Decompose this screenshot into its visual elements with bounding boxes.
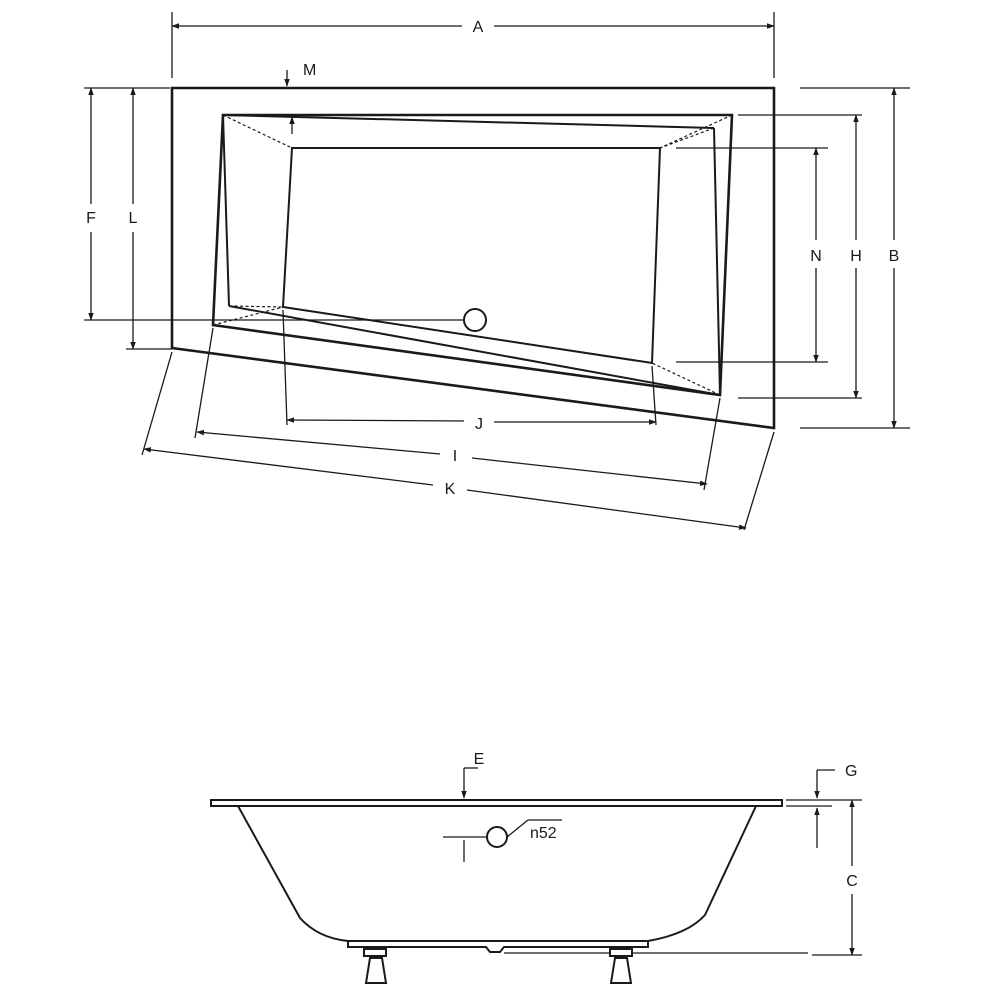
extension-lines xyxy=(84,12,910,531)
tub-outer-rim xyxy=(170,86,776,430)
crease xyxy=(222,114,293,149)
crease xyxy=(228,305,284,308)
dimension-label-i: I xyxy=(453,448,457,465)
dimension-i-line xyxy=(196,429,441,455)
dimension-label-n: N xyxy=(810,248,822,265)
dimension-label-g: G xyxy=(845,763,857,780)
crease xyxy=(659,114,733,149)
slope-edge-left xyxy=(222,114,230,307)
dimension-label-a: A xyxy=(473,19,484,36)
dimension-label-f: F xyxy=(86,210,96,227)
dimension-label-m: M xyxy=(303,62,316,79)
dimension-label-k: K xyxy=(445,481,456,498)
crease xyxy=(651,362,721,396)
top-view: A M F L N H B J I K xyxy=(84,12,910,531)
dimension-label-e: E xyxy=(474,751,485,768)
dimension-label-l: L xyxy=(129,210,138,227)
dimension-label-h: H xyxy=(850,248,862,265)
tub-base-profile xyxy=(347,941,649,953)
dimension-i-line xyxy=(471,457,708,486)
drain-hole xyxy=(463,308,487,332)
side-view: n52 E G C xyxy=(210,751,862,984)
dimension-label-j: J xyxy=(475,416,483,433)
slope-edge-right xyxy=(713,127,721,396)
slope-edge-top xyxy=(222,114,715,129)
drain-label: n52 xyxy=(530,825,557,842)
support-foot-right xyxy=(609,948,633,984)
dimension-k-line xyxy=(143,447,434,486)
slope-edge-bottom xyxy=(228,305,721,396)
dimension-label-c: C xyxy=(846,873,858,890)
crease xyxy=(212,306,284,326)
overflow-hole xyxy=(486,826,508,848)
dimension-k-line xyxy=(466,489,747,530)
support-foot-left xyxy=(363,948,388,984)
dimension-j-line xyxy=(286,417,465,423)
crease xyxy=(659,127,715,149)
hole-leader xyxy=(506,819,529,838)
tub-rim-profile xyxy=(210,799,783,807)
dimension-label-b: B xyxy=(889,248,900,265)
basin-bottom xyxy=(281,147,662,365)
